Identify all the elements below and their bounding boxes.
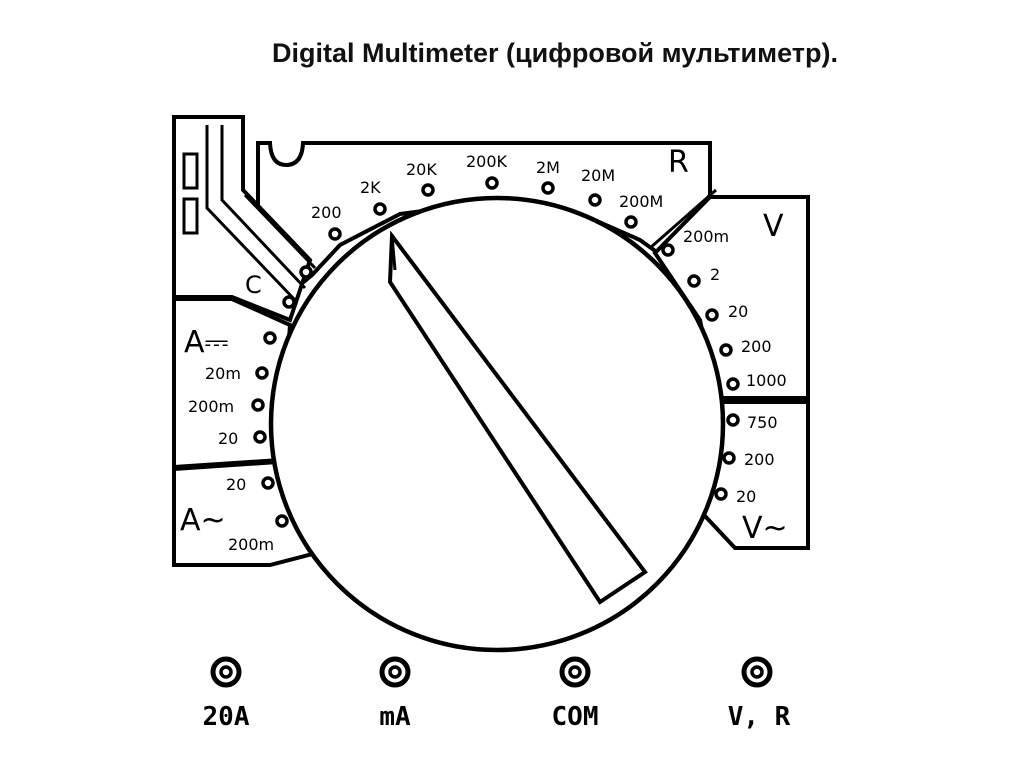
terminal-20a[interactable]: 20A	[203, 656, 250, 732]
range-label: 200	[311, 203, 342, 222]
range-dot[interactable]	[485, 176, 499, 190]
range-label: 2	[710, 265, 720, 284]
range-dot[interactable]	[726, 413, 740, 427]
dc-current-ranges: A⎓ 20m 200m 20	[184, 325, 277, 448]
range-label: 20	[226, 475, 246, 494]
ac-voltage-ranges: 750 200 20 V~	[714, 413, 788, 546]
range-dot[interactable]	[714, 487, 728, 501]
terminal-label: mA	[379, 702, 411, 732]
range-dot[interactable]	[588, 193, 602, 207]
range-label: 200K	[466, 152, 508, 171]
range-dot[interactable]	[687, 274, 701, 288]
range-dot[interactable]	[541, 181, 555, 195]
range-label: 20M	[581, 166, 615, 185]
capacitance-dot[interactable]	[282, 295, 296, 309]
dial-pointer[interactable]	[387, 230, 648, 605]
dc-voltage-symbol: V	[763, 209, 784, 244]
range-label: 20	[218, 429, 238, 448]
range-label: 200M	[619, 192, 663, 211]
resistance-ranges: 200 2K 20K 200K 2M 20M 200M R	[311, 145, 689, 241]
terminal-v-r[interactable]: V, R	[728, 656, 791, 732]
range-dot[interactable]	[705, 308, 719, 322]
range-label: 20m	[205, 364, 241, 383]
range-label: 200	[741, 337, 772, 356]
range-label: 200m	[188, 397, 234, 416]
range-dot[interactable]	[421, 183, 435, 197]
range-dot[interactable]	[373, 202, 387, 216]
terminal-label: V, R	[728, 702, 791, 732]
resistance-symbol: R	[668, 145, 689, 180]
dc-current-symbol: A⎓	[184, 325, 229, 360]
ac-current-ranges: 20 A~ 200m	[180, 475, 289, 554]
range-dot[interactable]	[328, 227, 342, 241]
terminal-label: 20A	[203, 702, 250, 732]
range-label: 1000	[746, 371, 787, 390]
range-label: 750	[747, 413, 778, 432]
range-dot[interactable]	[726, 377, 740, 391]
range-dot[interactable]	[251, 398, 265, 412]
range-dot[interactable]	[263, 331, 277, 345]
range-label: 2K	[360, 178, 381, 197]
capacitance-symbol: C	[245, 271, 262, 299]
range-label: 200m	[228, 535, 274, 554]
range-dot[interactable]	[261, 476, 275, 490]
range-dot[interactable]	[255, 366, 269, 380]
dc-voltage-ranges: V 200m 2 20 200 1000	[661, 209, 787, 391]
range-dot[interactable]	[722, 451, 736, 465]
ac-voltage-symbol: V~	[742, 511, 788, 546]
range-label: 20	[728, 302, 748, 321]
range-label: 200m	[683, 227, 729, 246]
range-label: 20K	[406, 160, 437, 179]
capacitance-dot[interactable]	[299, 265, 313, 279]
terminal-label: COM	[552, 702, 599, 732]
range-dot[interactable]	[253, 430, 267, 444]
terminal-com[interactable]: COM	[552, 656, 599, 732]
page-title: Digital Multimeter (цифровой мультиметр)…	[272, 38, 838, 68]
terminal-ma[interactable]: mA	[379, 656, 411, 732]
range-dot[interactable]	[661, 243, 675, 257]
range-dot[interactable]	[275, 514, 289, 528]
ac-current-symbol: A~	[180, 503, 226, 538]
range-dot[interactable]	[719, 343, 733, 357]
range-label: 2M	[536, 158, 560, 177]
range-label: 200	[744, 450, 775, 469]
range-label: 20	[736, 487, 756, 506]
range-dot[interactable]	[624, 215, 638, 229]
